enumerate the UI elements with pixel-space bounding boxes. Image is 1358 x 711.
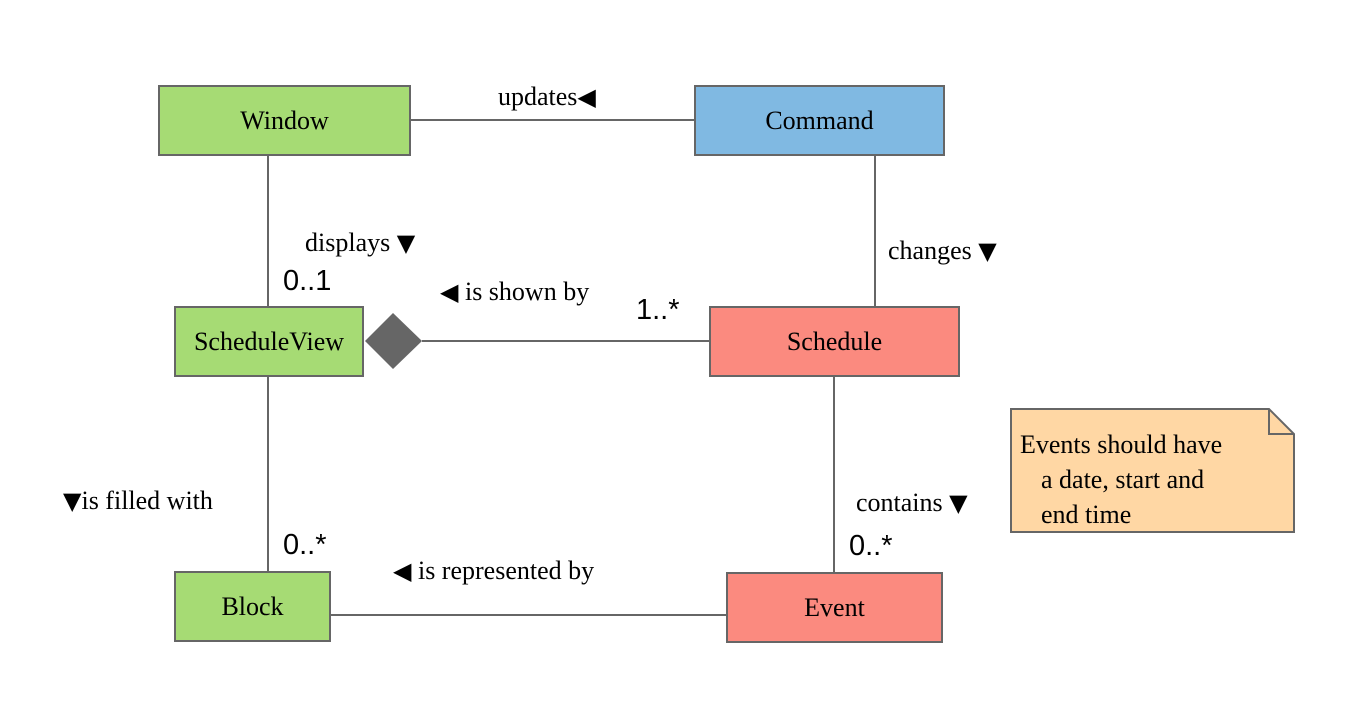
- class-command[interactable]: Command: [694, 85, 945, 156]
- label-displays: displays ▼: [305, 228, 415, 258]
- label-is-filled-with: ▼is filled with: [63, 486, 213, 516]
- left-triangle-icon: ◀: [440, 278, 459, 306]
- multiplicity-displays: 0..1: [283, 265, 332, 297]
- class-scheduleview-label: ScheduleView: [193, 326, 345, 356]
- class-scheduleview[interactable]: ScheduleView: [174, 306, 364, 377]
- note-shape: [1010, 408, 1295, 533]
- down-triangle-icon: ▼: [949, 489, 968, 517]
- note-line-2: a date, start and: [1041, 465, 1205, 494]
- label-updates-text: updates: [498, 82, 578, 111]
- class-command-label: Command: [765, 105, 874, 135]
- composition-diamond: [365, 313, 422, 369]
- label-is-represented-by-text: is represented by: [417, 556, 595, 585]
- class-event-label: Event: [804, 592, 865, 622]
- class-window-label: Window: [240, 105, 329, 135]
- note-line-1: Events should have: [1020, 430, 1223, 459]
- label-updates: updates◀: [498, 82, 596, 112]
- class-schedule-label: Schedule: [786, 326, 883, 356]
- label-changes-text: changes: [888, 236, 972, 265]
- class-event[interactable]: Event: [726, 572, 943, 643]
- label-is-filled-with-text: is filled with: [81, 486, 213, 515]
- label-is-represented-by: ◀ is represented by: [393, 556, 594, 586]
- class-block-label: Block: [221, 591, 284, 621]
- multiplicity-shown-by: 1..*: [636, 294, 680, 326]
- note-fold: [1268, 409, 1294, 435]
- left-triangle-icon: ◀: [577, 83, 596, 111]
- down-triangle-icon: ▼: [978, 237, 997, 265]
- label-changes: changes ▼: [888, 236, 997, 266]
- down-triangle-icon: ▼: [63, 487, 82, 515]
- label-contains-text: contains: [856, 488, 943, 517]
- class-block[interactable]: Block: [174, 571, 331, 642]
- note-line-3: end time: [1041, 500, 1132, 529]
- label-is-shown-by: ◀ is shown by: [440, 277, 589, 307]
- class-window[interactable]: Window: [158, 85, 411, 156]
- label-contains: contains ▼: [856, 488, 968, 518]
- class-schedule[interactable]: Schedule: [709, 306, 960, 377]
- multiplicity-filled-with: 0..*: [283, 529, 327, 561]
- multiplicity-contains: 0..*: [849, 530, 893, 562]
- left-triangle-icon: ◀: [393, 557, 412, 585]
- down-triangle-icon: ▼: [396, 229, 416, 257]
- label-is-shown-by-text: is shown by: [464, 277, 590, 306]
- label-displays-text: displays: [305, 228, 391, 257]
